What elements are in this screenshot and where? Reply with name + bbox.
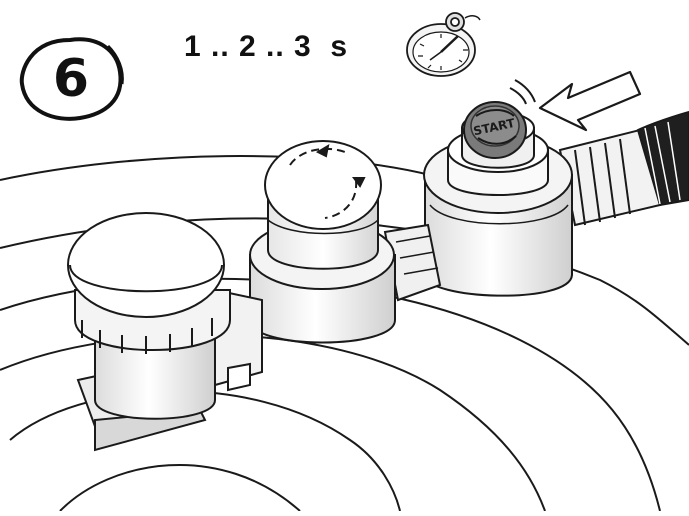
hose-connector: [558, 110, 689, 227]
stopwatch-icon: [406, 12, 481, 77]
middle-valve: [249, 140, 396, 344]
step-number: 6: [52, 49, 90, 109]
step-number-badge: [19, 37, 124, 121]
press-arrow-icon: [538, 70, 642, 132]
left-valve: [67, 212, 231, 452]
timing-count-label: 1 .. 2 .. 3 s: [184, 30, 349, 63]
start-button[interactable]: START: [463, 101, 527, 159]
press-indicator-icon: [509, 79, 536, 105]
